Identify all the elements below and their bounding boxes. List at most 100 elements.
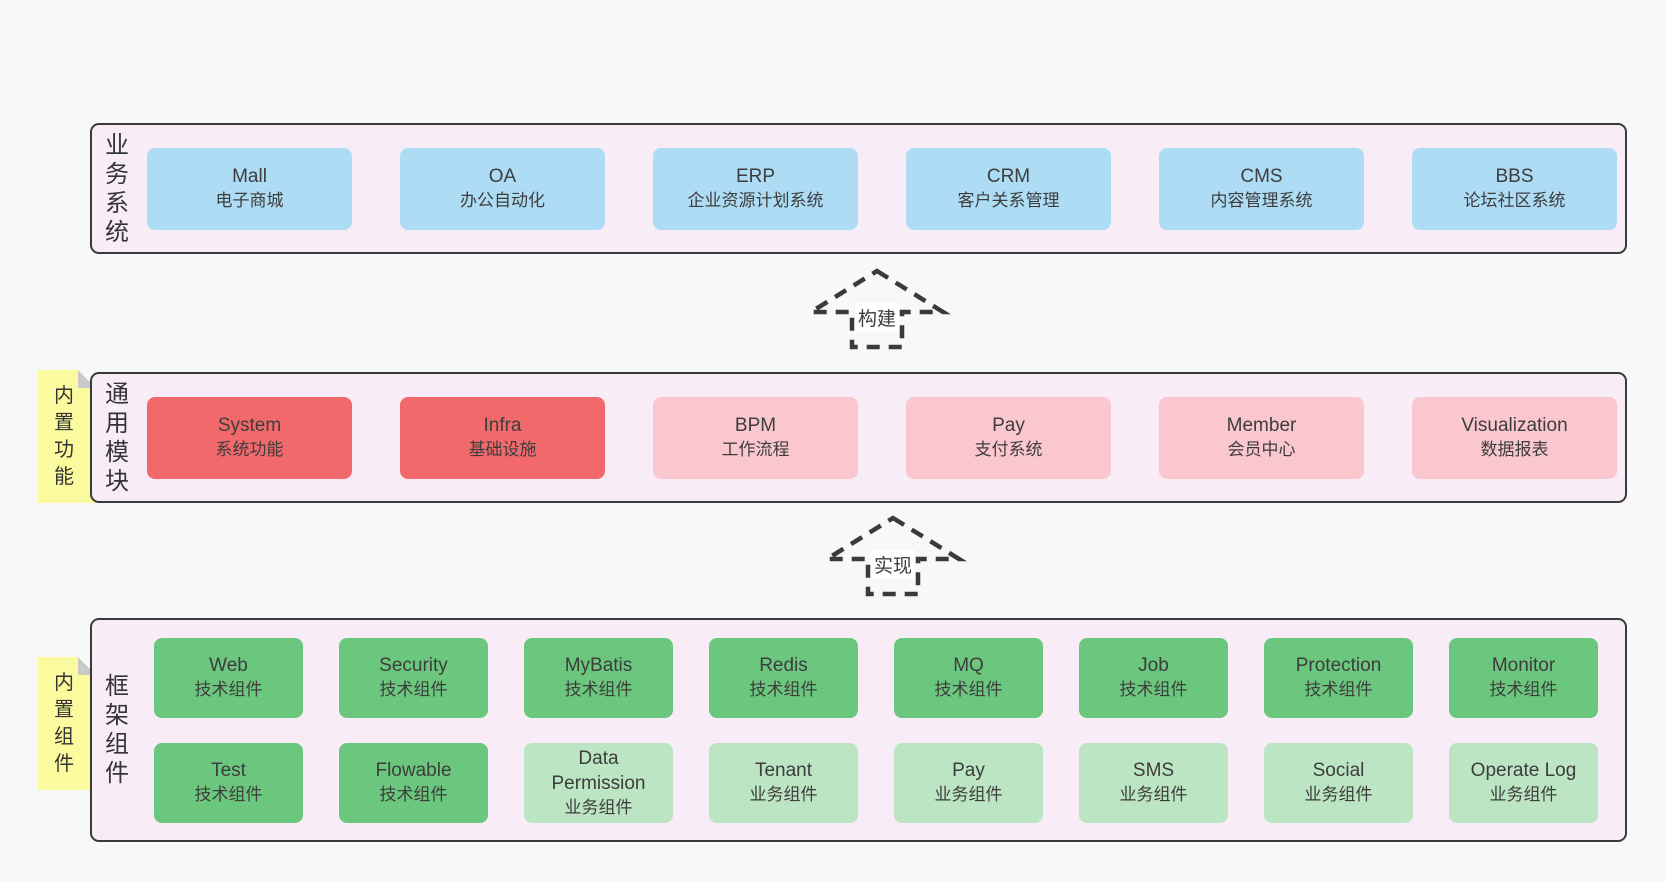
box-desc: 技术组件 <box>379 785 448 804</box>
box-system: System 系统功能 <box>147 396 352 479</box>
box-desc: 技术组件 <box>379 680 448 699</box>
box-test: Test 技术组件 <box>154 742 303 823</box>
box-bbs: BBS 论坛社区系统 <box>1412 147 1617 230</box>
box-oa: OA 办公自动化 <box>400 147 605 230</box>
box-desc: 会员中心 <box>1227 440 1296 459</box>
box-name: Test <box>211 760 246 781</box>
box-name: Protection <box>1295 655 1382 676</box>
box-security: Security 技术组件 <box>339 637 488 718</box>
box-name: Visualization <box>1461 415 1568 436</box>
box-name: Mall <box>232 166 267 187</box>
box-web: Web 技术组件 <box>154 637 303 718</box>
box-desc: 技术组件 <box>1489 680 1558 699</box>
box-name: SMS <box>1132 760 1175 781</box>
box-name: System <box>217 415 282 436</box>
box-social: Social 业务组件 <box>1264 742 1413 823</box>
box-name: Data Permission <box>551 747 646 794</box>
box-name: Redis <box>759 655 808 676</box>
box-name: Flowable <box>375 760 452 781</box>
box-infra: Infra 基础设施 <box>400 396 605 479</box>
box-mall: Mall 电子商城 <box>147 147 352 230</box>
box-name: MQ <box>953 655 984 676</box>
box-name: Pay <box>952 760 985 781</box>
box-operate-log: Operate Log 业务组件 <box>1449 742 1598 823</box>
box-flowable: Flowable 技术组件 <box>339 742 488 823</box>
side-tag-builtin-features: 内 置 功 能 <box>38 370 96 503</box>
box-desc: 技术组件 <box>1304 680 1373 699</box>
box-name: Infra <box>483 415 522 436</box>
box-pay: Pay 业务组件 <box>894 742 1043 823</box>
box-desc: 工作流程 <box>721 440 790 459</box>
box-desc: 技术组件 <box>749 680 818 699</box>
arrow-build: 构建 <box>802 267 952 351</box>
box-name: Pay <box>992 415 1025 436</box>
arrow-implement-label: 实现 <box>870 550 916 579</box>
box-sms: SMS 业务组件 <box>1079 742 1228 823</box>
band-label-common-modules: 通 用 模 块 <box>105 380 129 495</box>
box-pay: Pay 支付系统 <box>906 396 1111 479</box>
box-desc: 企业资源计划系统 <box>687 191 824 210</box>
box-row: System 系统功能 Infra 基础设施 BPM 工作流程 Pay 支付系统 Member 会… <box>147 396 1625 479</box>
box-desc: 业务组件 <box>1489 785 1558 804</box>
box-desc: 技术组件 <box>194 680 263 699</box>
box-name: ERP <box>735 166 776 187</box>
box-desc: 电子商城 <box>215 191 284 210</box>
box-data-permission: Data Permission 业务组件 <box>524 742 673 823</box>
box-desc: 业务组件 <box>1119 785 1188 804</box>
band-label-business-systems: 业 务 系 统 <box>105 131 129 246</box>
box-desc: 业务组件 <box>1304 785 1373 804</box>
box-name: CMS <box>1240 166 1283 187</box>
band-common-modules: 通 用 模 块 System 系统功能 Infra 基础设施 BPM 工作流程 Pay 支付系… <box>90 372 1627 503</box>
box-protection: Protection 技术组件 <box>1264 637 1413 718</box>
box-cms: CMS 内容管理系统 <box>1159 147 1364 230</box>
box-name: BBS <box>1495 166 1534 187</box>
box-desc: 论坛社区系统 <box>1463 191 1566 210</box>
box-desc: 技术组件 <box>194 785 263 804</box>
box-desc: 内容管理系统 <box>1210 191 1313 210</box>
box-mq: MQ 技术组件 <box>894 637 1043 718</box>
box-erp: ERP 企业资源计划系统 <box>653 147 858 230</box>
box-desc: 办公自动化 <box>460 191 545 210</box>
box-monitor: Monitor 技术组件 <box>1449 637 1598 718</box>
box-name: OA <box>488 166 517 187</box>
box-tenant: Tenant 业务组件 <box>709 742 858 823</box>
box-name: Tenant <box>754 760 813 781</box>
box-desc: 基础设施 <box>468 440 537 459</box>
box-name: BPM <box>734 415 777 436</box>
box-name: Web <box>209 655 248 676</box>
box-redis: Redis 技术组件 <box>709 637 858 718</box>
box-name: MyBatis <box>564 655 633 676</box>
arrow-build-label: 构建 <box>854 303 900 332</box>
box-name: Operate Log <box>1470 760 1577 781</box>
box-name: Monitor <box>1491 655 1556 676</box>
box-desc: 业务组件 <box>934 785 1003 804</box>
band-label-framework-components: 框 架 组 件 <box>105 673 129 787</box>
side-tag-label: 内 置 功 能 <box>54 384 74 488</box>
box-desc: 技术组件 <box>1119 680 1188 699</box>
box-desc: 业务组件 <box>564 797 633 817</box>
box-member: Member 会员中心 <box>1159 396 1364 479</box>
box-desc: 系统功能 <box>215 440 284 459</box>
box-desc: 客户关系管理 <box>957 191 1060 210</box>
box-desc: 支付系统 <box>974 440 1043 459</box>
box-name: Social <box>1312 760 1365 781</box>
side-tag-builtin-components: 内 置 组 件 <box>38 657 96 790</box>
box-bpm: BPM 工作流程 <box>653 396 858 479</box>
box-name: Security <box>379 655 448 676</box>
band-rows: System 系统功能 Infra 基础设施 BPM 工作流程 Pay 支付系统 Member 会… <box>142 374 1625 501</box>
box-desc: 技术组件 <box>934 680 1003 699</box>
box-name: Member <box>1226 415 1297 436</box>
box-desc: 业务组件 <box>749 785 818 804</box>
